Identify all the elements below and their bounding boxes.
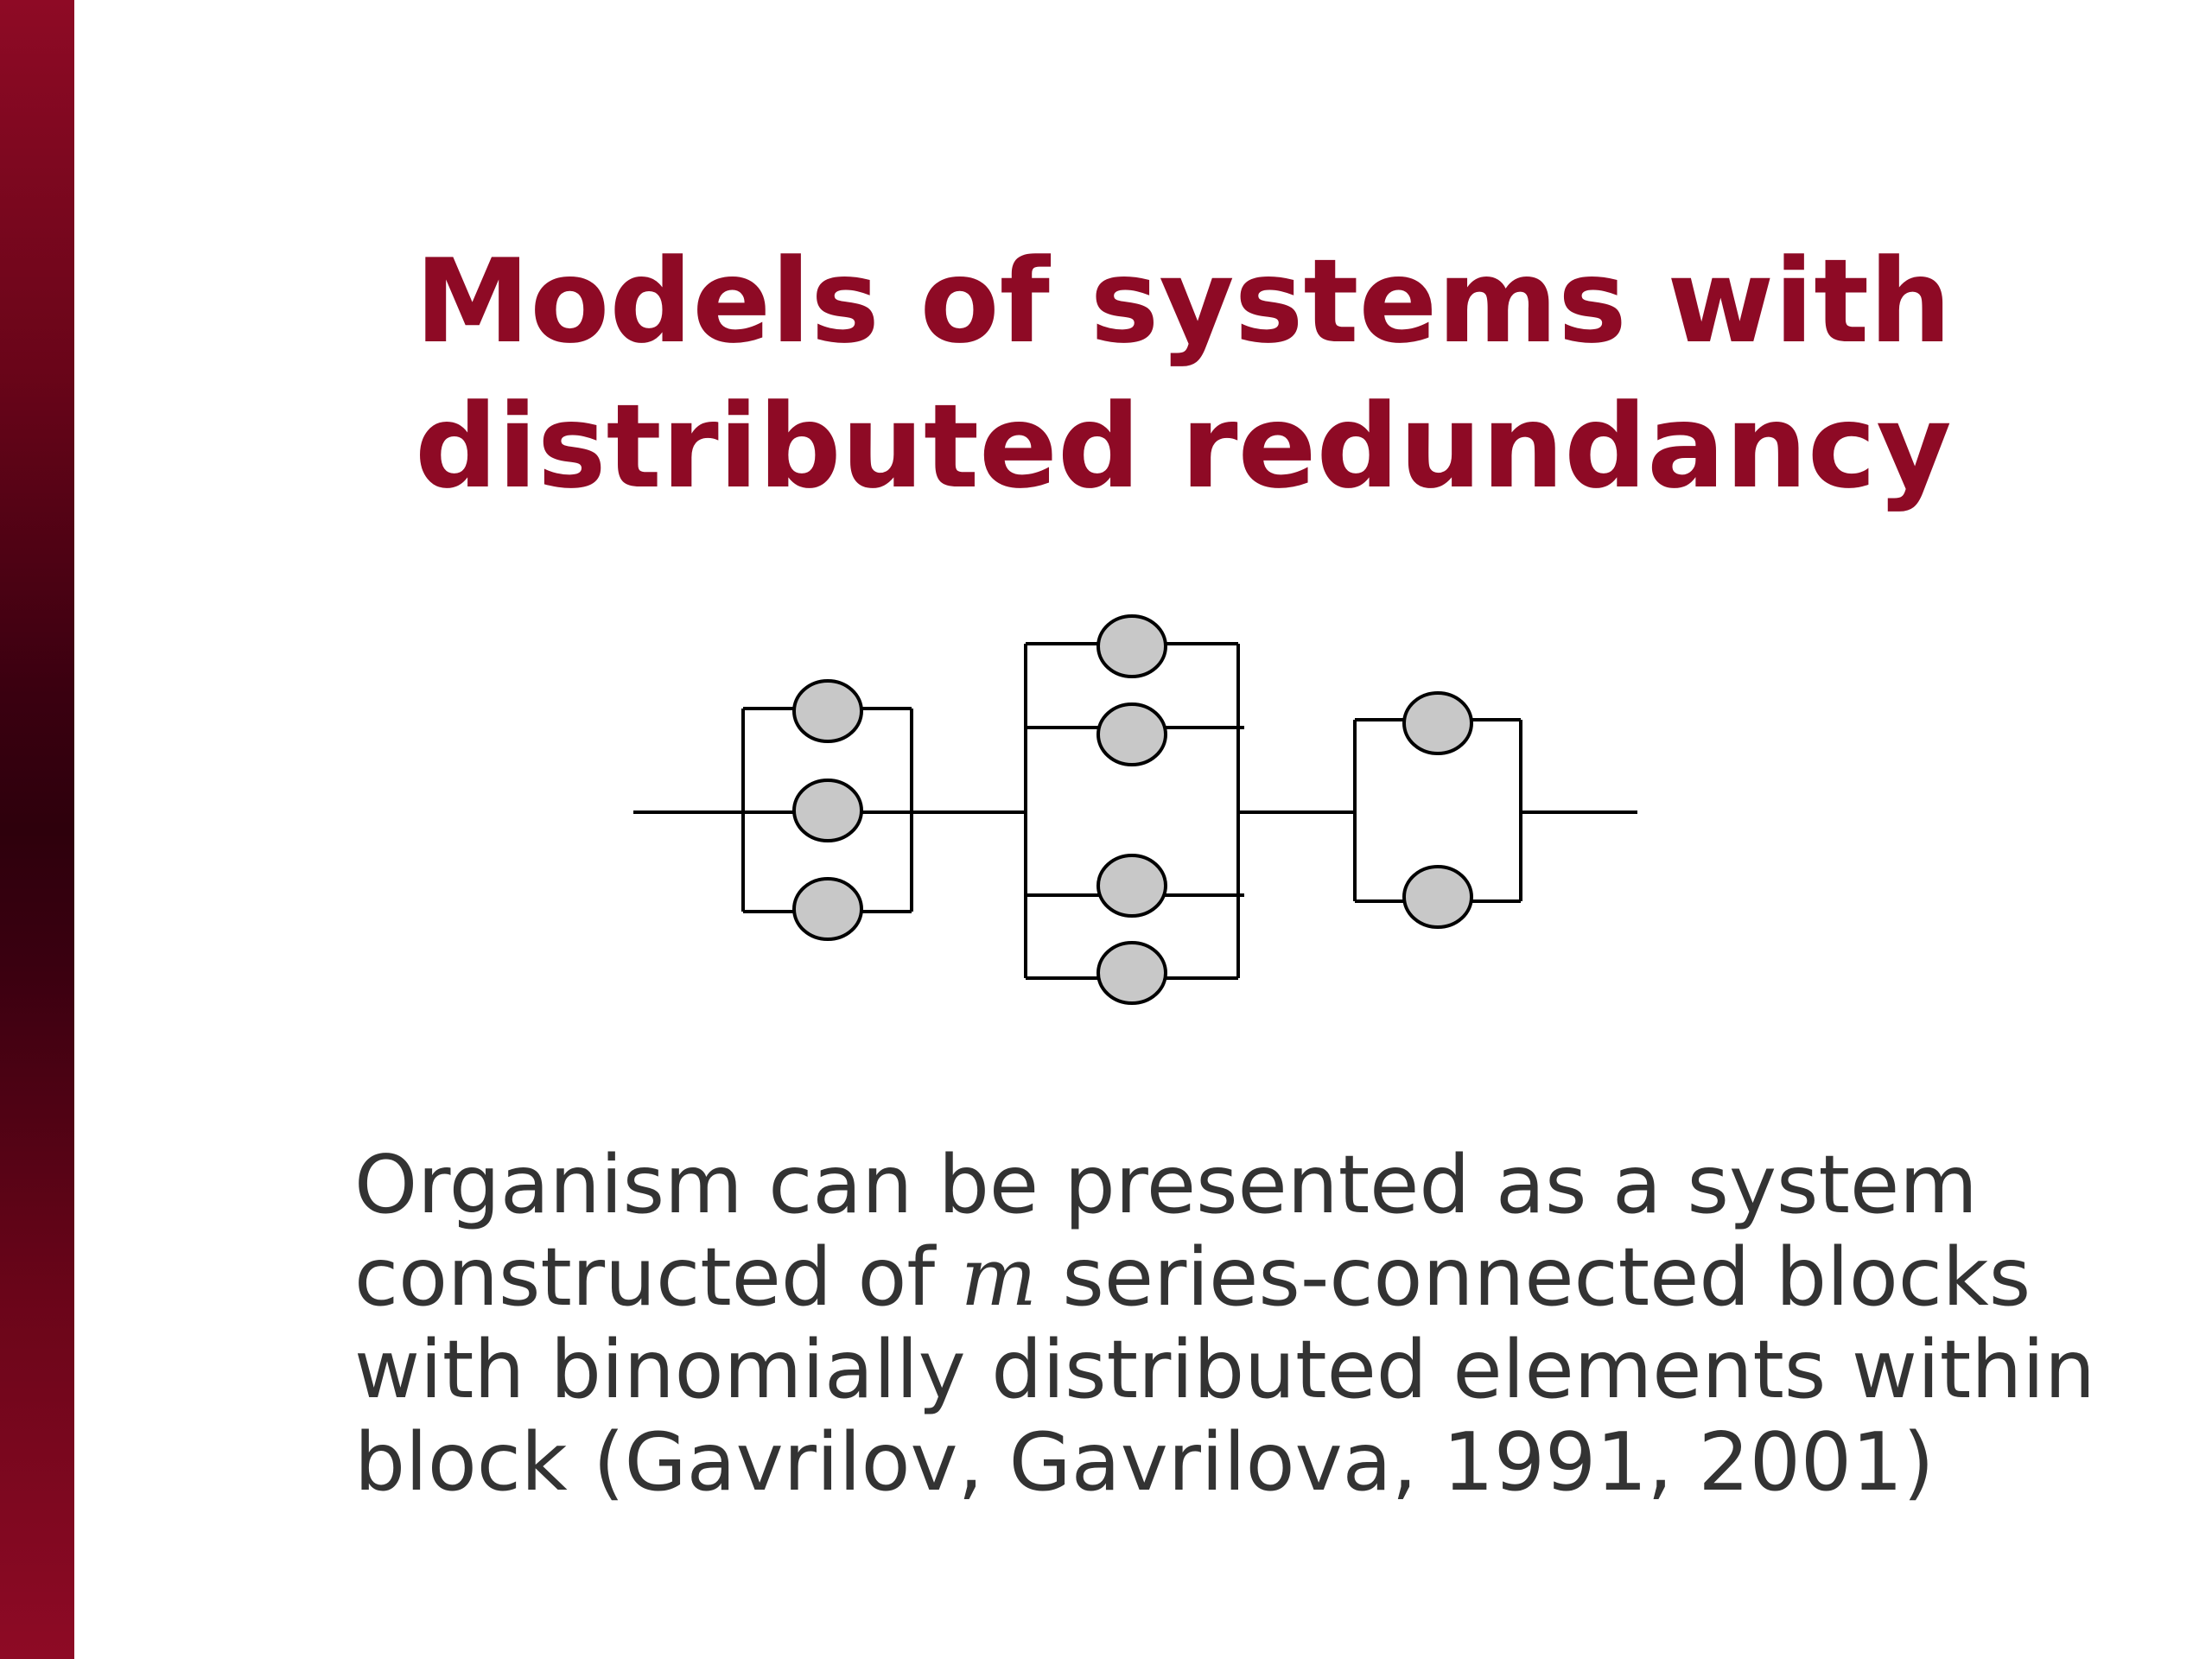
block-2 (1024, 642, 1244, 980)
element-circle (1402, 691, 1473, 755)
variable-m: m (960, 1230, 1037, 1324)
slide-title: Models of systems with distributed redun… (415, 229, 1970, 519)
body-line-2: constructed of m series-connected blocks (354, 1231, 2126, 1324)
element-circle (1096, 702, 1167, 766)
body-text: Organism can be presented as a system co… (354, 1139, 2126, 1509)
body-line-2-end: series-connected blocks (1036, 1230, 2031, 1324)
body-line-1: Organism can be presented as a system (354, 1138, 1978, 1231)
element-circle (1096, 614, 1167, 678)
body-line-4: block (Gavrilov, Gavrilova, 1991, 2001) (354, 1415, 1935, 1509)
element-circle (792, 877, 863, 941)
element-circle (792, 779, 863, 842)
element-circle (1096, 941, 1167, 1005)
slide-title-line-1: Models of systems with (415, 234, 1952, 369)
element-circle (1096, 854, 1167, 918)
slide-title-line-2: distributed redundancy (415, 379, 1952, 514)
element-circle (1402, 865, 1473, 929)
element-circle (792, 679, 863, 743)
side-accent-bar (0, 0, 74, 1659)
body-line-2-start: constructed of (354, 1230, 961, 1324)
body-line-3: with binomially distributed elements wit… (354, 1323, 2095, 1416)
